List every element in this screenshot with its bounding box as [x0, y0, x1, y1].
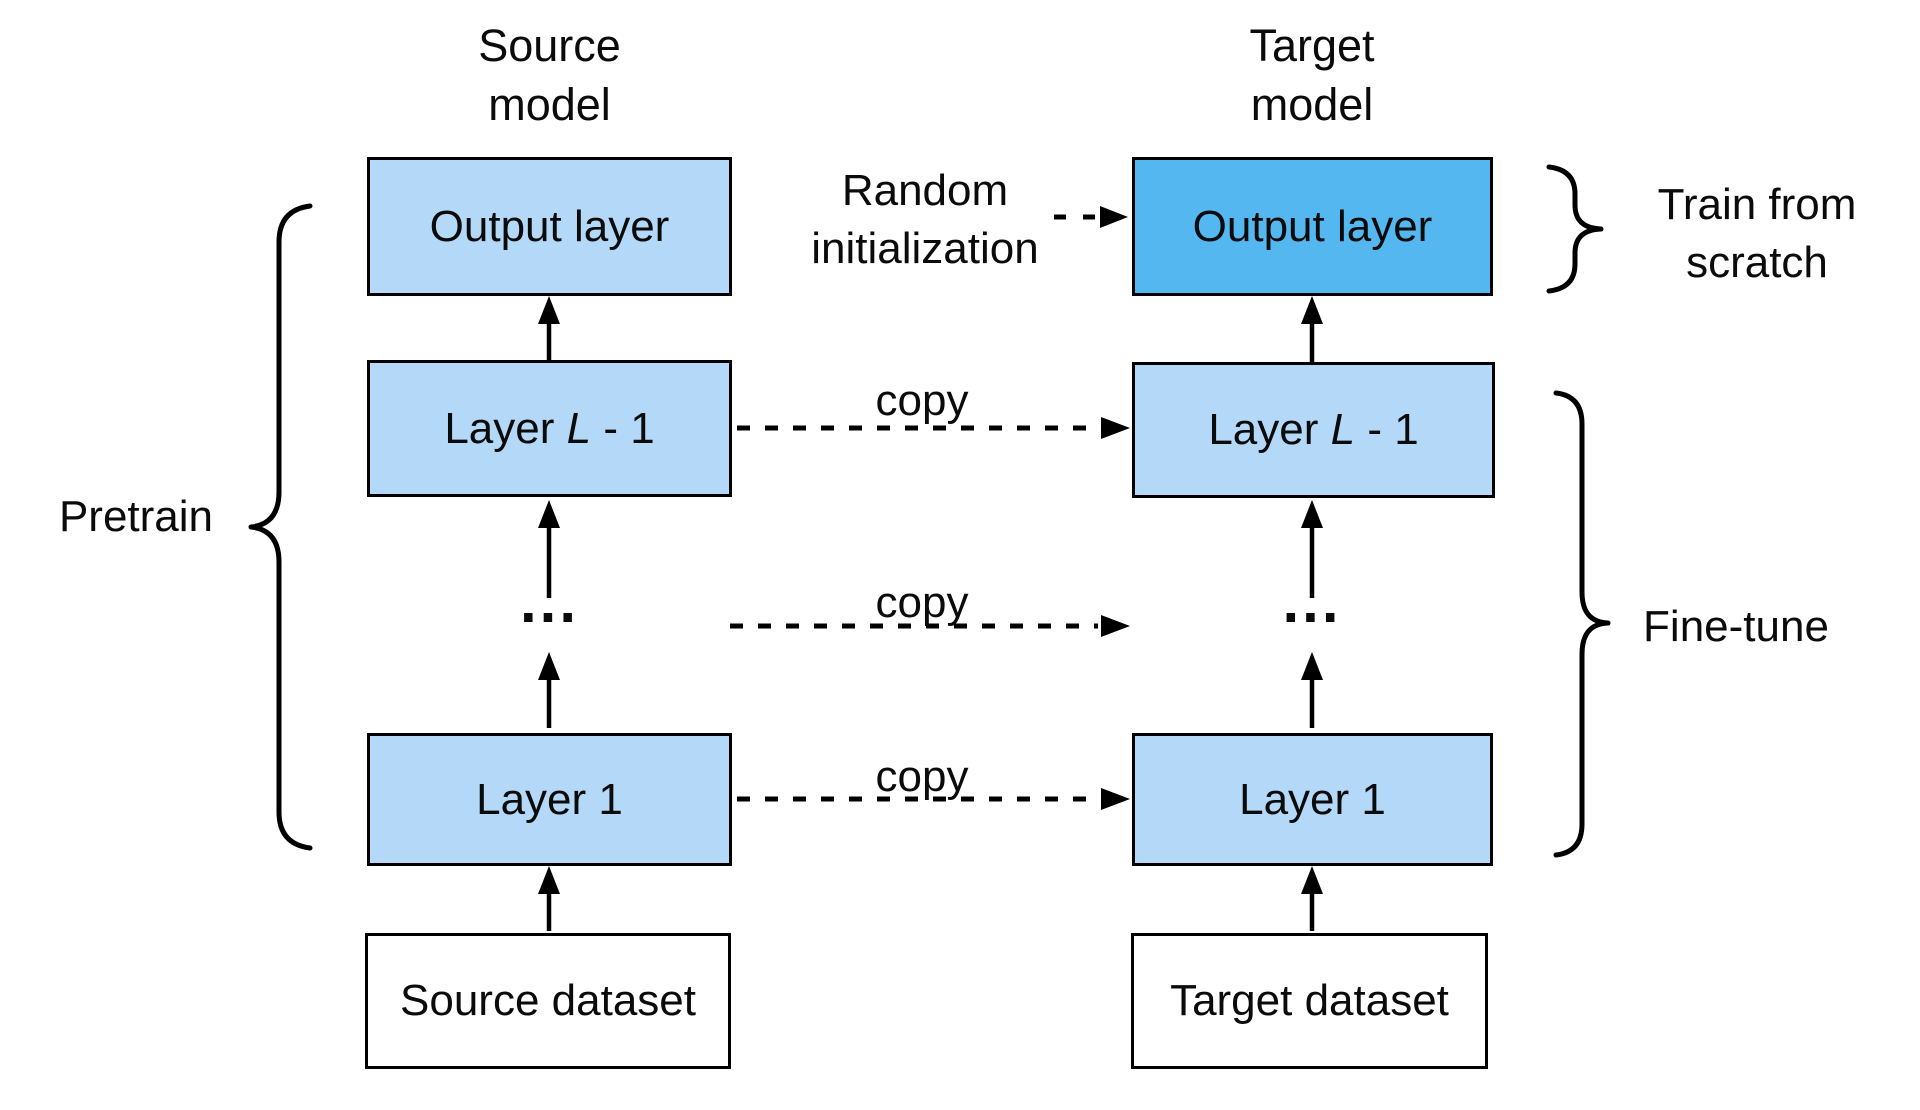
layer-label-italic-l: L [566, 403, 592, 453]
source-model-title-line1: Source [478, 20, 621, 71]
arrow-head [538, 500, 560, 528]
arrow-head [538, 652, 560, 680]
random-initialization-line2: initialization [811, 224, 1039, 274]
arrow-head [1301, 296, 1323, 324]
source-output-layer-box: Output layer [367, 157, 732, 296]
target-dataset-box: Target dataset [1131, 933, 1488, 1069]
copy-label-middle: copy [875, 578, 969, 627]
source-layer-1-label: Layer 1 [476, 774, 623, 824]
pretrain-label: Pretrain [58, 492, 214, 541]
copy-label-top: copy [875, 376, 969, 425]
copy-arrow-middle [730, 615, 1130, 637]
target-layer-1-box: Layer 1 [1132, 733, 1493, 866]
arrow-head [1301, 500, 1323, 528]
train-from-scratch-label: Train from scratch [1607, 176, 1907, 292]
target-output-layer-box: Output layer [1132, 157, 1493, 296]
source-dataset-box: Source dataset [365, 933, 731, 1069]
random-initialization-label: Random initialization [775, 162, 1075, 278]
pretrain-brace [248, 203, 313, 851]
source-model-title-line2: model [488, 79, 611, 131]
copy-label-bottom: copy [875, 752, 969, 801]
source-layer-1-box: Layer 1 [367, 733, 732, 866]
arrow-head [1101, 417, 1130, 439]
source-model-title: Source model [367, 16, 732, 135]
arrow-head [1100, 206, 1128, 228]
target-output-layer-label: Output layer [1192, 201, 1433, 251]
random-initialization-line1: Random [841, 166, 1009, 215]
source-ellipsis: ... [519, 568, 579, 635]
arrow-head [1101, 788, 1130, 810]
layer-label-pre: Layer [1208, 405, 1331, 454]
layer-label-italic-l: L [1330, 405, 1356, 454]
arrow-head [1301, 866, 1323, 894]
train-from-scratch-line1: Train from [1657, 180, 1857, 229]
train-from-scratch-line2: scratch [1686, 238, 1828, 288]
copy-arrow-top [737, 417, 1130, 439]
target-model-title-line1: Target [1249, 20, 1375, 71]
layer-label-pre: Layer [444, 403, 567, 453]
source-vertical-arrows [538, 296, 560, 931]
source-output-layer-label: Output layer [429, 201, 670, 251]
fine-tune-label: Fine-tune [1643, 602, 1829, 651]
train-from-scratch-brace [1546, 164, 1604, 294]
target-model-title: Target model [1132, 16, 1492, 135]
arrow-head [1301, 652, 1323, 680]
copy-arrow-bottom [737, 788, 1130, 810]
target-model-title-line2: model [1250, 79, 1374, 131]
random-init-arrow [1054, 206, 1128, 228]
target-dataset-label: Target dataset [1170, 976, 1449, 1025]
target-ellipsis: ... [1282, 568, 1342, 635]
target-layer-1-label: Layer 1 [1239, 774, 1386, 824]
target-layer-l-1-box: Layer L - 1 [1132, 362, 1495, 498]
source-layer-l-1-box: Layer L - 1 [367, 360, 732, 497]
fine-tune-brace [1553, 390, 1611, 858]
arrow-head [538, 866, 560, 894]
arrow-head [1101, 615, 1130, 637]
arrow-head [538, 296, 560, 324]
target-layer-l-1-label: Layer L - 1 [1208, 408, 1418, 452]
source-dataset-label: Source dataset [400, 976, 696, 1025]
target-vertical-arrows [1301, 296, 1323, 931]
layer-label-post: - 1 [591, 403, 655, 453]
source-layer-l-1-label: Layer L - 1 [444, 403, 655, 453]
layer-label-post: - 1 [1355, 405, 1419, 454]
